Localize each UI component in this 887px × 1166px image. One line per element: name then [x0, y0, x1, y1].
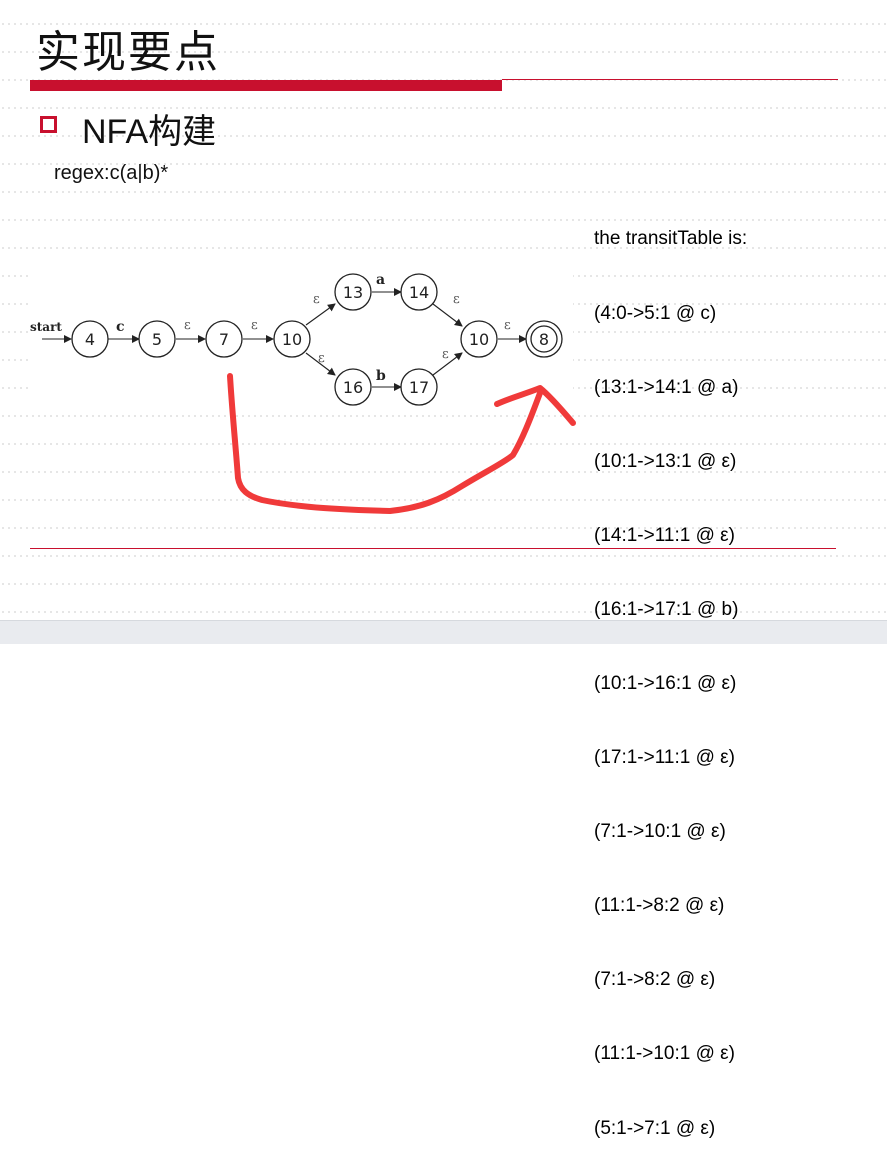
nfa-node: 7	[205, 320, 243, 358]
transit-row: (4:0->5:1 @ c)	[594, 302, 717, 324]
nfa-node: 10	[460, 320, 498, 358]
edge-10-13	[305, 303, 336, 326]
edge-label-c: c	[116, 319, 125, 335]
edge-label-eps: ε	[184, 318, 191, 333]
transit-row: (10:1->13:1 @ ε)	[594, 450, 737, 472]
svg-text:16: 16	[343, 378, 363, 397]
edge-label-a: a	[376, 272, 385, 288]
transit-table-header: the transitTable is:	[594, 228, 748, 250]
transit-row: (7:1->10:1 @ ε)	[594, 821, 726, 843]
svg-text:10: 10	[469, 330, 489, 349]
transit-row: (14:1->11:1 @ ε)	[594, 524, 735, 546]
edge-10-16	[305, 352, 336, 376]
edge-14-11	[432, 303, 463, 327]
nfa-node: 5	[138, 320, 176, 358]
nfa-node: 16	[334, 368, 372, 406]
footer-divider	[30, 548, 836, 549]
edge-label-eps: ε	[313, 292, 320, 307]
svg-text:17: 17	[409, 378, 429, 397]
square-bullet-icon	[40, 116, 57, 133]
regex-text: regex:c(a|b)*	[54, 162, 169, 184]
nfa-node: 10	[273, 320, 311, 358]
transit-row: (10:1->16:1 @ ε)	[594, 672, 737, 694]
transit-table: the transitTable is: (4:0->5:1 @ c) (13:…	[594, 178, 747, 1166]
edge-label-eps: ε	[453, 292, 460, 307]
edge-17-11	[432, 352, 463, 376]
edge-label-eps: ε	[251, 318, 258, 333]
svg-text:13: 13	[343, 283, 363, 302]
nfa-node: 4	[71, 320, 109, 358]
nfa-accept-node: 8	[525, 320, 563, 358]
start-label: start	[30, 320, 62, 334]
nfa-diagram: start c ε ε ε ε a b ε ε ε 4 5 7 10 13 14	[28, 263, 573, 414]
edge-label-b: b	[376, 368, 386, 384]
svg-text:10: 10	[282, 330, 302, 349]
nfa-node: 13	[334, 273, 372, 311]
edge-label-eps: ε	[504, 318, 511, 333]
svg-text:7: 7	[219, 330, 229, 349]
title-underline-thin	[502, 79, 838, 80]
transit-row: (13:1->14:1 @ a)	[594, 376, 739, 398]
title-underline-bar	[30, 80, 502, 91]
svg-text:8: 8	[539, 330, 549, 349]
transit-row: (5:1->7:1 @ ε)	[594, 1117, 716, 1139]
nfa-node: 17	[400, 368, 438, 406]
transit-row: (11:1->10:1 @ ε)	[594, 1043, 735, 1065]
bullet-heading: NFA构建	[82, 113, 217, 151]
edge-label-eps: ε	[318, 351, 325, 366]
svg-text:4: 4	[85, 330, 95, 349]
transit-row: (16:1->17:1 @ b)	[594, 598, 739, 620]
slide-title: 实现要点	[36, 27, 220, 78]
edge-label-eps: ε	[442, 347, 449, 362]
transit-row: (17:1->11:1 @ ε)	[594, 747, 735, 769]
svg-text:5: 5	[152, 330, 162, 349]
footer-bar	[0, 620, 887, 644]
transit-row: (11:1->8:2 @ ε)	[594, 895, 725, 917]
svg-text:14: 14	[409, 283, 429, 302]
transit-row: (7:1->8:2 @ ε)	[594, 969, 716, 991]
nfa-node: 14	[400, 273, 438, 311]
